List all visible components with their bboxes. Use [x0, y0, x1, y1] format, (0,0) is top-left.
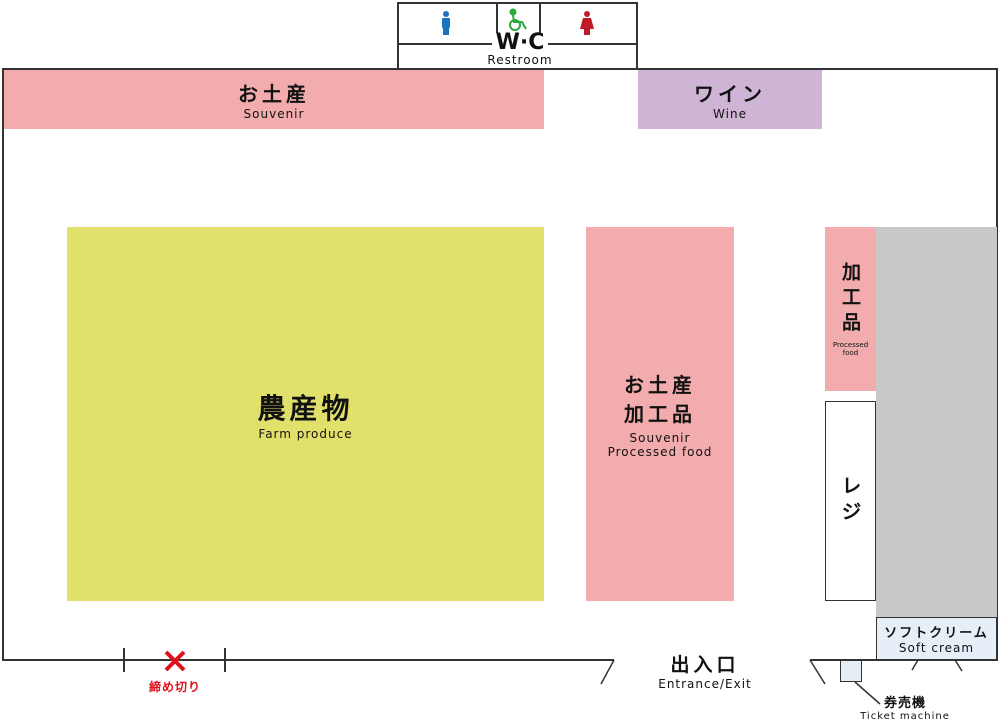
zone-souvenir-processed[interactable]: お土産 加工品 Souvenir Processed food: [586, 227, 734, 601]
zone-farm-produce[interactable]: 農産物 Farm produce: [67, 227, 544, 601]
entrance-label: 出入口 Entrance/Exit: [658, 654, 752, 691]
ticket-machine[interactable]: [840, 660, 862, 682]
zone-register[interactable]: レジ: [825, 401, 876, 601]
restroom-label: W·C Restroom: [487, 30, 553, 68]
closed-x-icon: [164, 650, 186, 672]
zone-processed-food[interactable]: 加工品 Processed food: [825, 227, 876, 391]
closed-label: 締め切り: [148, 680, 201, 694]
zone-wine[interactable]: ワイン Wine: [638, 70, 822, 129]
ticket-machine-label: 券売機 Ticket machine: [860, 696, 950, 722]
kitchen-area: [876, 227, 997, 617]
zone-soft-cream[interactable]: ソフトクリーム Soft cream: [876, 617, 997, 660]
zone-souvenir[interactable]: お土産 Souvenir: [4, 70, 544, 129]
female-icon: [580, 11, 594, 35]
wheelchair-icon: [509, 8, 527, 31]
male-icon: [442, 11, 450, 35]
